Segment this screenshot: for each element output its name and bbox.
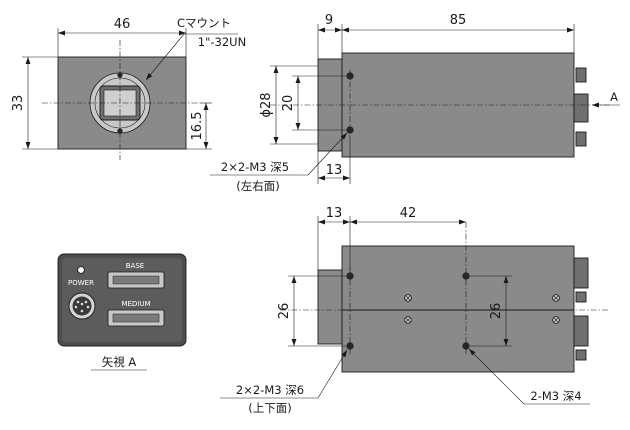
- bottom-view: 13 42 26 26 2×2-M3 深6 (上下面) 2-M3 深4: [220, 206, 610, 415]
- dim-front-width: 46: [114, 17, 131, 32]
- power-label: POWER: [68, 279, 94, 287]
- bottom-screws: [404, 294, 560, 324]
- base-label: BASE: [126, 262, 144, 270]
- dim-bottom-hole-pitch-x: 42: [400, 206, 417, 221]
- bottom-rear-connector-top: [573, 257, 589, 289]
- bottom-rear-connector-bottom: [573, 315, 589, 347]
- dim-front-height: 33: [11, 95, 26, 112]
- dim-side-diameter: ϕ28: [259, 92, 274, 117]
- note-center-hole: 2-M3 深4: [530, 389, 581, 403]
- note-mount-thread: 1"-32UN: [198, 35, 246, 49]
- dim-front-center-height: 16.5: [190, 112, 205, 141]
- side-view: 9 85 ϕ28 20 13 2×2-M3 深5 (左右面) A: [210, 13, 620, 193]
- medium-label: MEDIUM: [121, 300, 150, 308]
- dim-bottom-left-pitch-y: 26: [277, 303, 292, 320]
- rear-view-caption: 矢視 A: [102, 355, 137, 369]
- note-mount-type: Cマウント: [177, 16, 231, 30]
- dim-side-hole-offset: 13: [326, 163, 343, 178]
- note-bottom-holes: 2×2-M3 深6: [236, 383, 304, 397]
- note-bottom-holes-sides: (上下面): [248, 401, 291, 415]
- dim-side-flange: 9: [325, 13, 333, 28]
- note-side-holes: 2×2-M3 深5: [221, 160, 289, 174]
- dim-bottom-hole-offset: 13: [326, 206, 343, 221]
- view-arrow-label: A: [610, 90, 618, 104]
- rear-view: POWER BASE MEDIUM 矢視 A: [57, 253, 187, 371]
- note-side-holes-sides: (左右面): [236, 179, 279, 193]
- bottom-flange: [317, 269, 343, 345]
- dim-side-hole-pitch: 20: [281, 95, 296, 112]
- side-rear-connector: [573, 93, 589, 123]
- dim-side-length: 85: [450, 13, 467, 28]
- front-view: 46 33 16.5 Cマウント 1"-32UN: [11, 16, 246, 160]
- dim-bottom-center-pitch-y: 26: [489, 303, 504, 320]
- power-led: [77, 266, 85, 274]
- bottom-body: [341, 245, 575, 373]
